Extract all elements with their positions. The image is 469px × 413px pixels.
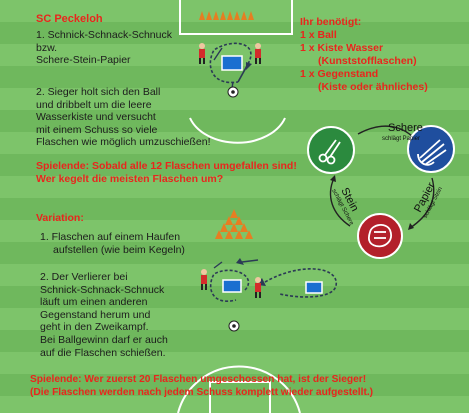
step2-line: Wasserkiste und versucht (36, 111, 156, 124)
step1-text: 1. Schnick-Schnack-Schnuck bzw. Schere-S… (36, 29, 172, 67)
needs-list: Ihr benötigt: 1 x Ball 1 x Kiste Wasser … (300, 16, 428, 94)
step2-line: Flaschen wie möglich umzuschießen! (36, 136, 211, 149)
variation-step2-line: 2. Der Verlierer bei (40, 271, 128, 283)
paper-hand-icon (417, 139, 447, 166)
needs-item: 1 x Gegenstand (300, 68, 379, 80)
step2-text: 2. Sieger holt sich den Ball und dribbel… (36, 86, 211, 149)
ball-icon (227, 86, 239, 98)
top-penalty-area (179, 0, 293, 35)
bottom-goal-area (209, 381, 271, 413)
rps-schere-sub: schlägt Papier (382, 136, 420, 142)
variation-step2-line: Schnick-Schnack-Schnuck (40, 283, 165, 296)
variation-step2-line: Gegenstand herum und (40, 308, 151, 321)
variation-step1-line: aufstellen (wie beim Kegeln) (53, 243, 185, 256)
step1-line: bzw. (36, 41, 58, 54)
goal-box-icon (305, 281, 323, 294)
goal-box-icon (221, 55, 243, 71)
variation-heading: Variation: (36, 212, 84, 224)
needs-item: 1 x Kiste Wasser (300, 42, 384, 54)
player-icon (255, 43, 261, 64)
player-icon (201, 269, 207, 290)
end2-line: (Die Flaschen werden nach jedem Schuss k… (30, 386, 374, 398)
goal-box-icon (222, 279, 242, 293)
top-circle-arc (189, 117, 286, 144)
variation-step2-line: geht in den Zweikampf. (40, 321, 149, 334)
variation-step1: 1. Flaschen auf einem Haufen aufstellen … (40, 231, 185, 256)
needs-heading: Ihr benötigt: (300, 16, 362, 28)
ball-icon (228, 320, 240, 332)
cone-icon (215, 209, 253, 239)
end1-line: Wer kegelt die meisten Flaschen um? (36, 172, 224, 185)
variation-step2-line: läuft um einen anderen (40, 296, 148, 309)
player-icon (255, 277, 261, 298)
cone-icon (199, 11, 254, 20)
rps-schere-label: Schere (388, 122, 423, 134)
scissors-icon (318, 139, 341, 165)
end-condition-1: Spielende: Sobald alle 12 Flaschen umgef… (36, 160, 297, 185)
variation-step2-line: auf die Flaschen schießen. (40, 346, 166, 359)
variation-step2: 2. Der Verlierer bei Schnick-Schnack-Sch… (40, 271, 168, 359)
step2-line: und dribbelt um die leere (36, 98, 152, 111)
needs-item: 1 x Ball (300, 29, 337, 41)
variation-step2-line: Bei Ballgewinn darf er auch (40, 333, 168, 346)
step2-line: 2. Sieger holt sich den Ball (36, 86, 161, 98)
scissors-circle (307, 126, 355, 174)
step1-line: Schere-Stein-Papier (36, 54, 131, 67)
end-condition-2: Spielende: Wer zuerst 20 Flaschen umgesc… (30, 374, 373, 399)
needs-item: (Kiste oder ähnliches) (318, 81, 428, 93)
end1-line: Spielende: Sobald alle 12 Flaschen umgef… (36, 160, 297, 172)
bottom-circle-arc (177, 365, 301, 413)
step2-line: mit einem Schuss so viele (36, 123, 158, 136)
page-title: SC Peckeloh (36, 13, 103, 25)
needs-item: (Kunststofflaschen) (318, 55, 417, 67)
step1-line: 1. Schnick-Schnack-Schnuck (36, 29, 172, 41)
rock-fist-icon (368, 224, 392, 248)
variation-step1-line: 1. Flaschen auf einem Haufen (40, 231, 181, 243)
rock-circle (357, 213, 403, 259)
player-icon (199, 43, 205, 64)
end2-line: Spielende: Wer zuerst 20 Flaschen umgesc… (30, 374, 367, 385)
